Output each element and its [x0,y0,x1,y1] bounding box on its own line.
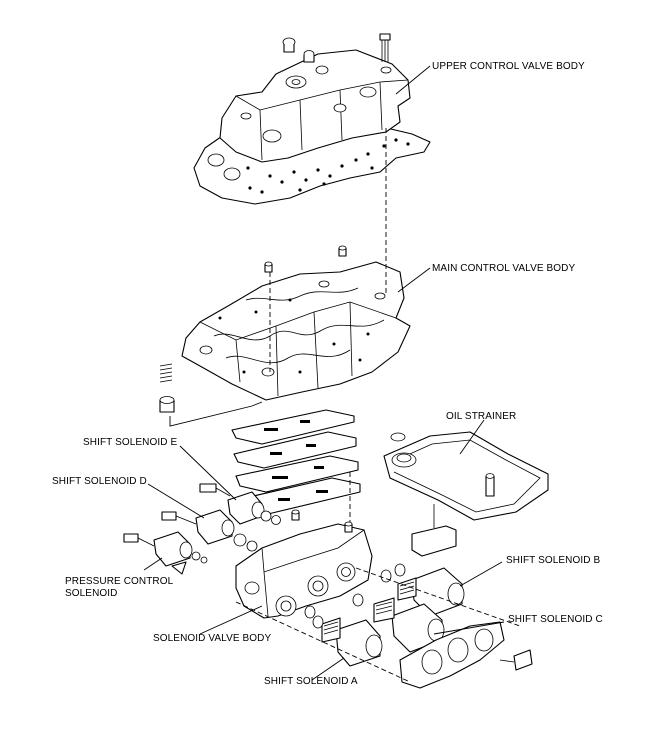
shift-solenoid-c [352,593,445,653]
shift-solenoid-a [304,605,383,667]
label-shift-solenoid-b: SHIFT SOLENOID B [506,555,601,566]
solenoid-valve-body [235,509,373,619]
leader-lines [143,65,505,681]
label-solenoid-valve-body: SOLENOID VALVE BODY [153,633,272,644]
pressure-control-solenoid [123,531,208,575]
label-shift-solenoid-d: SHIFT SOLENOID D [52,476,147,487]
upper-control-valve-body [193,33,431,205]
label-upper-control-valve-body: UPPER CONTROL VALVE BODY [432,61,585,72]
main-control-valve-body [159,245,411,413]
shift-solenoid-e [199,483,281,525]
separator-plates [231,409,361,515]
oil-strainer [383,431,549,557]
label-shift-solenoid-e: SHIFT SOLENOID E [83,437,178,448]
label-pressure-control-solenoid-line1: PRESSURE CONTROL [65,576,174,587]
end-cover-gasket [399,621,533,689]
label-shift-solenoid-a: SHIFT SOLENOID A [264,676,358,687]
label-shift-solenoid-c: SHIFT SOLENOID C [508,614,603,625]
label-oil-strainer: OIL STRAINER [446,411,517,422]
label-main-control-valve-body: MAIN CONTROL VALVE BODY [432,263,576,274]
label-pressure-control-solenoid-line2: SOLENOID [65,588,118,599]
shift-solenoid-d [161,509,258,552]
